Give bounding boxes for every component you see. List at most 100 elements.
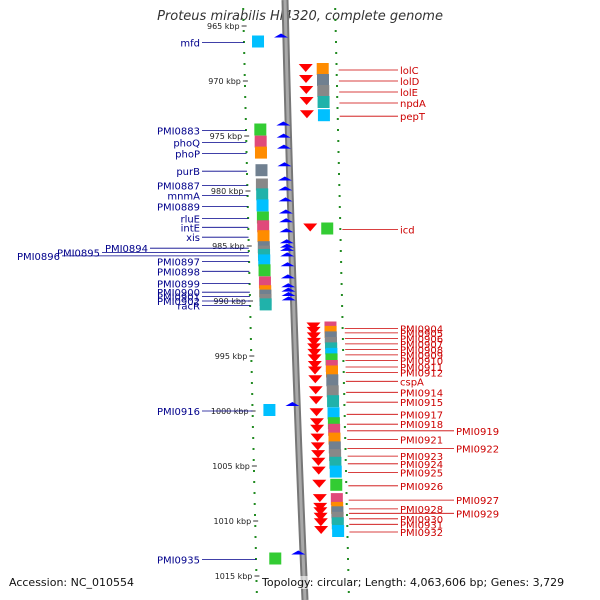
scale-tick-label: 980 kbp xyxy=(211,187,244,196)
tick-dot xyxy=(246,195,249,197)
tick-dot xyxy=(251,404,254,406)
gene-label-right[interactable]: PMI0915 xyxy=(400,398,443,409)
gene-label-left[interactable]: phoP xyxy=(175,150,200,161)
gene-label-right[interactable]: PMI0904 xyxy=(400,325,443,336)
gene-label-right[interactable]: pepT xyxy=(400,112,426,123)
gene-arrow-forward xyxy=(313,507,328,516)
gene-label-right[interactable]: PMI0930 xyxy=(400,515,443,526)
gene-label-right[interactable]: PMI0921 xyxy=(400,436,443,447)
gene-arrow-reverse xyxy=(276,121,291,126)
gene-label-right[interactable]: PMI0910 xyxy=(400,356,443,367)
gene-cog-block xyxy=(254,135,267,148)
gene-label-right[interactable]: PMI0908 xyxy=(400,345,443,356)
gene-label-left[interactable]: intE xyxy=(181,223,200,234)
tick-dot xyxy=(247,250,250,252)
gene-arrow-reverse xyxy=(278,197,293,202)
tick-dot xyxy=(242,8,245,10)
scale-tick-label: 970 kbp xyxy=(208,77,241,86)
gene-label-right[interactable]: PMI0919 xyxy=(456,427,499,438)
gene-label-right[interactable]: PMI0925 xyxy=(400,469,443,480)
gene-label-left[interactable]: PMI0899 xyxy=(157,279,200,290)
gene-label-right[interactable]: PMI0928 xyxy=(400,505,443,516)
gene-label-left[interactable]: PMI0883 xyxy=(157,127,200,138)
gene-label-left[interactable]: mfd xyxy=(180,39,200,50)
gene-label-right[interactable]: cspA xyxy=(400,377,424,388)
gene-label-left[interactable]: PMI0895 xyxy=(57,249,100,260)
gene-label-right[interactable]: PMI0922 xyxy=(456,444,499,455)
gene-label-right[interactable]: PMI0918 xyxy=(400,420,443,431)
gene-label-left[interactable]: PMI0916 xyxy=(157,407,200,418)
gene-label-right[interactable]: PMI0905 xyxy=(400,329,443,340)
tick-dot xyxy=(244,96,247,98)
gene-cog-block xyxy=(252,35,265,48)
scale-tick-label: 1005 kbp xyxy=(212,462,250,471)
scale-tick-label: 990 kbp xyxy=(213,297,246,306)
gene-label-left[interactable]: PMI0887 xyxy=(157,182,200,193)
tick-dot xyxy=(338,206,341,208)
gene-cog-block xyxy=(254,146,267,159)
gene-label-left[interactable]: rluE xyxy=(180,215,200,226)
gene-label-left[interactable]: mnmA xyxy=(167,191,200,202)
tick-dot xyxy=(251,426,254,428)
tick-dot xyxy=(336,96,339,98)
map-title: Proteus mirabilis HI4320, complete genom… xyxy=(157,9,443,24)
gene-label-left[interactable]: PMI0896 xyxy=(17,252,60,263)
right-gene-labels: lolClolDlolEnpdApepTicdPMI0904PMI0905PMI… xyxy=(400,66,499,539)
gene-cog-block xyxy=(329,465,342,478)
gene-label-left[interactable]: xis xyxy=(186,233,200,244)
gene-label-right[interactable]: PMI0907 xyxy=(400,340,443,351)
gene-label-right[interactable]: PMI0917 xyxy=(400,410,443,421)
tick-dot xyxy=(245,140,248,142)
gene-label-right[interactable]: PMI0929 xyxy=(456,509,499,520)
gene-label-right[interactable]: PMI0927 xyxy=(456,496,499,507)
gene-label-left[interactable]: purB xyxy=(176,167,200,178)
tick-dot xyxy=(242,19,245,21)
gene-label-right[interactable]: lolE xyxy=(400,88,418,99)
gene-arrow-forward xyxy=(310,424,325,433)
gene-label-right[interactable]: PMI0926 xyxy=(400,482,443,493)
tick-dot xyxy=(249,327,252,329)
gene-label-right[interactable]: PMI0923 xyxy=(400,452,443,463)
gene-label-right[interactable]: PMI0914 xyxy=(400,388,443,399)
gene-label-left[interactable]: PMI0901 xyxy=(157,293,200,304)
gene-label-right[interactable]: PMI0911 xyxy=(400,363,443,374)
gene-label-left[interactable]: PMI0897 xyxy=(157,257,200,268)
gene-label-left[interactable]: PMI0900 xyxy=(157,288,200,299)
gene-label-left[interactable]: PMI0935 xyxy=(157,556,200,567)
gene-arrow-forward xyxy=(309,418,324,427)
gene-label-right[interactable]: npdA xyxy=(400,99,426,110)
gene-cog-block xyxy=(269,552,282,565)
gene-label-right[interactable]: PMI0932 xyxy=(400,528,443,539)
gene-arrow-forward xyxy=(306,322,321,331)
gene-label-left[interactable]: PMI0902 xyxy=(157,297,200,308)
tick-dot xyxy=(249,316,252,318)
tick-dot xyxy=(341,338,344,340)
gene-arrow-reverse xyxy=(281,296,296,301)
gene-cog-block xyxy=(317,96,330,108)
tick-dot xyxy=(246,206,249,208)
gene-label-left[interactable]: PMI0898 xyxy=(157,267,200,278)
gene-label-right[interactable]: PMI0909 xyxy=(400,351,443,362)
gene-label-right[interactable]: PMI0924 xyxy=(400,460,443,471)
gene-label-left[interactable]: PMI0894 xyxy=(105,244,148,255)
tick-dot xyxy=(246,184,249,186)
tick-dot xyxy=(342,382,345,384)
tick-dot xyxy=(250,371,253,373)
tick-dot xyxy=(254,514,256,516)
gene-label-right[interactable]: PMI0931 xyxy=(400,520,443,531)
gene-label-right[interactable]: PMI0912 xyxy=(400,369,443,380)
tick-dot xyxy=(246,173,248,175)
gene-arrow-forward xyxy=(308,386,323,395)
gene-arrow-forward xyxy=(312,479,327,488)
gene-label-right[interactable]: lolD xyxy=(400,77,420,88)
gene-label-right[interactable]: icd xyxy=(400,226,415,237)
gene-label-left[interactable]: phoQ xyxy=(173,139,200,150)
tick-dot xyxy=(254,536,257,538)
tick-dot xyxy=(248,294,251,296)
gene-cog-block xyxy=(258,254,271,267)
gene-label-right[interactable]: lolC xyxy=(400,66,419,77)
gene-label-left[interactable]: PMI0889 xyxy=(157,202,200,213)
gene-label-right[interactable]: PMI0906 xyxy=(400,334,443,345)
gene-label-left[interactable]: racR xyxy=(177,301,200,312)
